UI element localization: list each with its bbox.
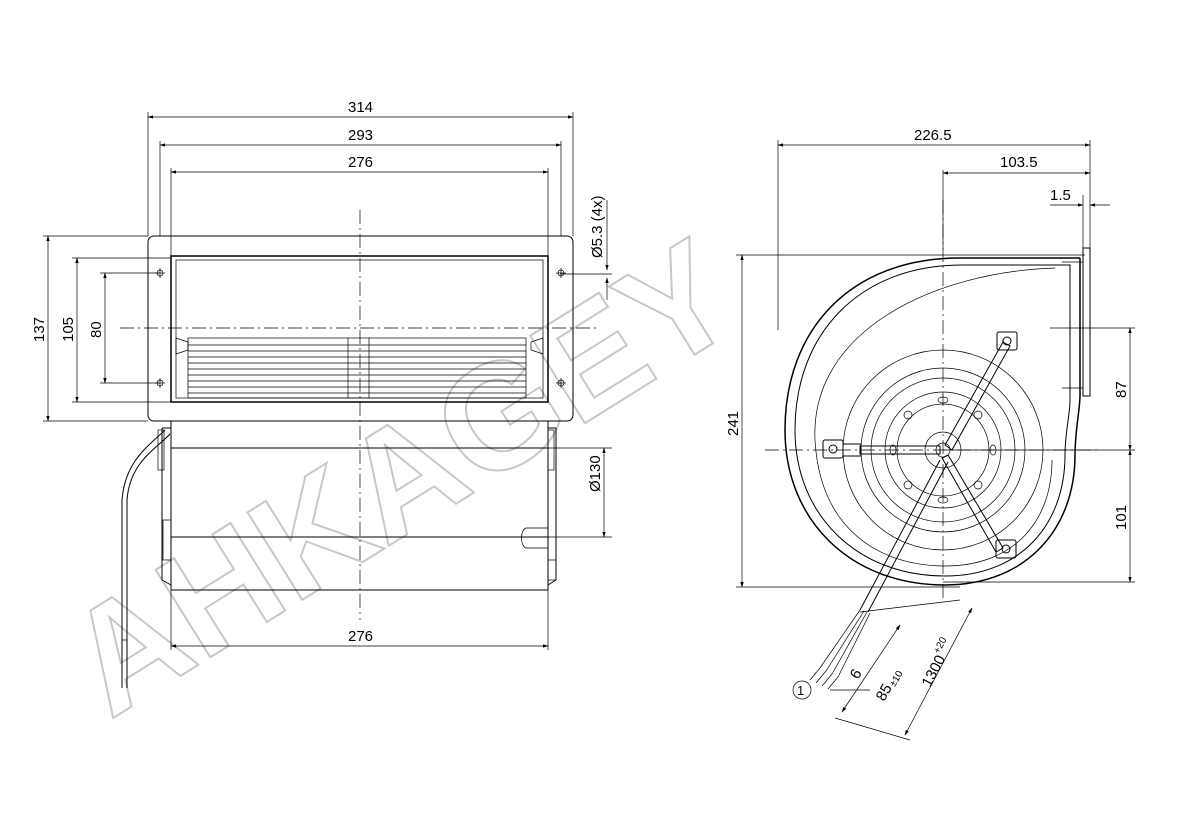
side-view: 226.5 103.5 1.5 241 87 101 bbox=[725, 127, 1135, 741]
dim-flange-thickness: 1.5 bbox=[1050, 187, 1071, 204]
dim-lower-101: 101 bbox=[1113, 505, 1130, 530]
callout-1: 1 bbox=[797, 683, 804, 698]
dim-diameter: Ø130 bbox=[587, 455, 604, 492]
dim-height-137: 137 bbox=[31, 317, 48, 342]
dim-upper-87: 87 bbox=[1113, 381, 1130, 398]
dim-height-80: 80 bbox=[88, 321, 105, 338]
dim-center-offset: 103.5 bbox=[1000, 154, 1038, 171]
watermark-text: AHKAGEY bbox=[38, 207, 763, 747]
dim-cable-tol: +20 bbox=[932, 635, 950, 656]
dim-lead-85-base: 85 bbox=[873, 681, 896, 704]
dim-outlet-width: 276 bbox=[348, 154, 373, 171]
dim-overall-depth: 226.5 bbox=[914, 127, 952, 144]
dim-height-105: 105 bbox=[60, 317, 77, 342]
dim-lead-85: 85 ±10 bbox=[873, 669, 906, 704]
dim-lead-85-tol: ±10 bbox=[888, 669, 906, 689]
watermark: AHKAGEY bbox=[37, 206, 764, 748]
dim-strip-6: 6 bbox=[847, 666, 866, 682]
dim-flange-width: 293 bbox=[348, 127, 373, 144]
dim-hole: Ø5.3 (4x) bbox=[589, 195, 606, 258]
dim-cable: 1300 +20 bbox=[919, 635, 950, 690]
dim-cable-base: 1300 bbox=[919, 652, 950, 689]
dim-bottom-width: 276 bbox=[348, 628, 373, 645]
dim-overall-width: 314 bbox=[348, 99, 373, 116]
dim-height-241: 241 bbox=[725, 411, 742, 436]
front-view: 314 293 276 137 105 80 bbox=[31, 99, 612, 688]
